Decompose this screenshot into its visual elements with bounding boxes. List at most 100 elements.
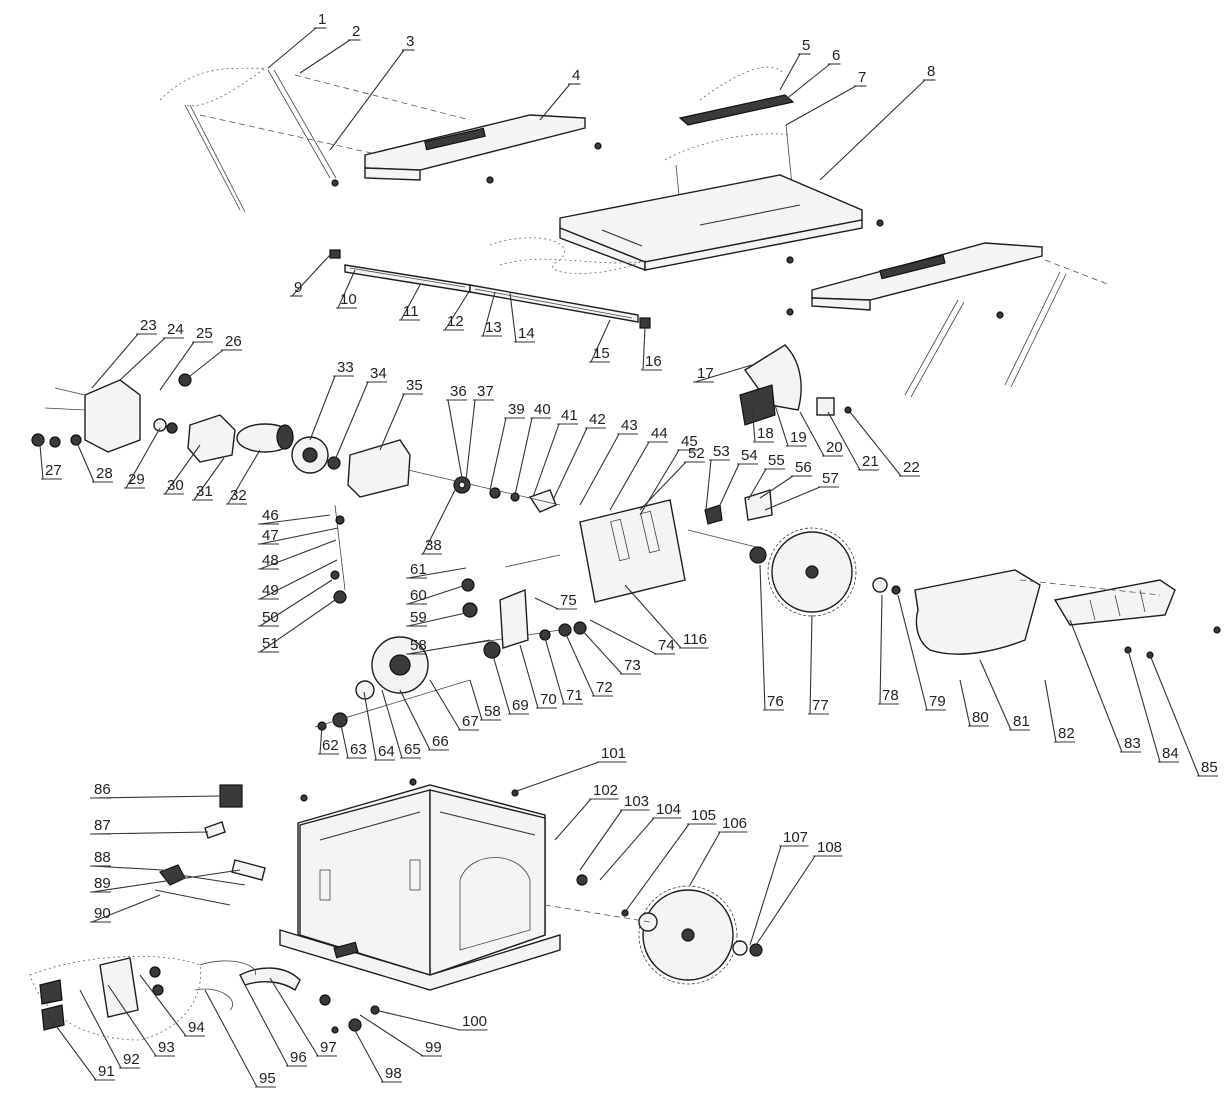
leader-line <box>599 817 655 881</box>
part-label: 100 <box>462 1013 487 1030</box>
part-label: 78 <box>882 687 899 704</box>
part-label: 7 <box>858 69 866 86</box>
part-label: 31 <box>196 483 213 500</box>
leader-line <box>1069 619 1123 753</box>
leader-line <box>422 489 456 555</box>
leader-line <box>590 319 611 363</box>
part-label: 96 <box>290 1049 307 1066</box>
part-label: 83 <box>1124 735 1141 752</box>
leader-line <box>579 809 623 871</box>
part-label: 21 <box>862 453 879 470</box>
part-label: 71 <box>566 687 583 704</box>
leader-line <box>139 974 187 1037</box>
leader-line <box>819 79 926 181</box>
part-label: 51 <box>262 635 279 652</box>
part-label: 99 <box>425 1039 442 1056</box>
leader-line <box>291 254 331 297</box>
leader-line <box>897 594 928 711</box>
leader-line <box>509 292 517 343</box>
leader-line <box>47 1014 97 1081</box>
part-label: 88 <box>94 849 111 866</box>
leader-line <box>407 584 467 605</box>
leader-line <box>779 53 801 91</box>
leader-line <box>119 337 166 381</box>
part-label: 58 <box>410 637 427 654</box>
leader-line <box>400 284 421 321</box>
leader-line <box>164 444 201 495</box>
part-label: 44 <box>651 425 668 442</box>
leader-line <box>444 289 471 331</box>
part-label: 23 <box>140 317 157 334</box>
part-label: 70 <box>540 691 557 708</box>
part-label: 101 <box>601 745 626 762</box>
leader-line <box>159 341 195 391</box>
leader-line <box>749 845 782 946</box>
lower-blade-guard <box>914 569 1221 659</box>
leader-line <box>299 39 351 74</box>
part-label: 27 <box>45 462 62 479</box>
leader-line <box>879 594 883 705</box>
leader-line <box>755 855 816 946</box>
part-label: 79 <box>929 693 946 710</box>
part-label: 98 <box>385 1065 402 1082</box>
part-label: 13 <box>485 319 502 336</box>
part-label: 59 <box>410 609 427 626</box>
part-label: 62 <box>322 737 339 754</box>
part-label: 74 <box>658 637 675 654</box>
leader-line <box>334 381 369 461</box>
part-label: 30 <box>167 477 184 494</box>
part-label: 67 <box>462 713 479 730</box>
part-label: 95 <box>259 1070 276 1087</box>
leader-line <box>407 611 471 627</box>
leader-line <box>589 619 657 655</box>
part-label: 75 <box>560 592 577 609</box>
leader-line <box>564 631 595 697</box>
part-label: 54 <box>741 447 758 464</box>
leader-line <box>79 989 122 1069</box>
part-label: 49 <box>262 582 279 599</box>
part-label: 105 <box>691 807 716 824</box>
part-label: 89 <box>94 875 111 892</box>
part-label: 93 <box>158 1039 175 1056</box>
leader-lines <box>39 27 1218 1088</box>
part-label: 60 <box>410 587 427 604</box>
part-label: 14 <box>518 325 535 342</box>
part-label: 22 <box>903 459 920 476</box>
motor-assembly <box>31 373 341 474</box>
part-label: 61 <box>410 561 427 578</box>
part-label: 17 <box>697 365 714 382</box>
leader-line <box>91 894 161 923</box>
leader-line <box>39 444 44 480</box>
leader-line <box>399 689 431 751</box>
leader-line <box>125 427 161 489</box>
part-label: 69 <box>512 697 529 714</box>
leader-line <box>482 291 496 337</box>
leader-line <box>705 459 712 511</box>
leader-line <box>751 404 756 443</box>
part-label: 32 <box>230 487 247 504</box>
side-accessories <box>154 784 266 906</box>
part-label: 36 <box>450 383 467 400</box>
leader-line <box>77 444 95 483</box>
leader-line <box>204 989 258 1088</box>
switch-box <box>29 955 202 1041</box>
leader-line <box>381 689 403 759</box>
leader-line <box>465 399 476 481</box>
leader-line <box>514 417 533 496</box>
leader-line <box>259 597 339 653</box>
leader-line <box>785 85 857 126</box>
part-label: 35 <box>406 377 423 394</box>
fence-rail <box>329 249 651 329</box>
leader-line <box>827 411 861 471</box>
part-label: 6 <box>832 47 840 64</box>
part-label: 1 <box>318 11 326 28</box>
leader-line <box>227 449 261 505</box>
leader-line <box>339 719 349 759</box>
leader-line <box>259 539 337 570</box>
leader-line <box>259 527 339 545</box>
leader-line <box>624 823 690 913</box>
leader-line <box>447 399 463 479</box>
part-label: 92 <box>123 1051 140 1068</box>
